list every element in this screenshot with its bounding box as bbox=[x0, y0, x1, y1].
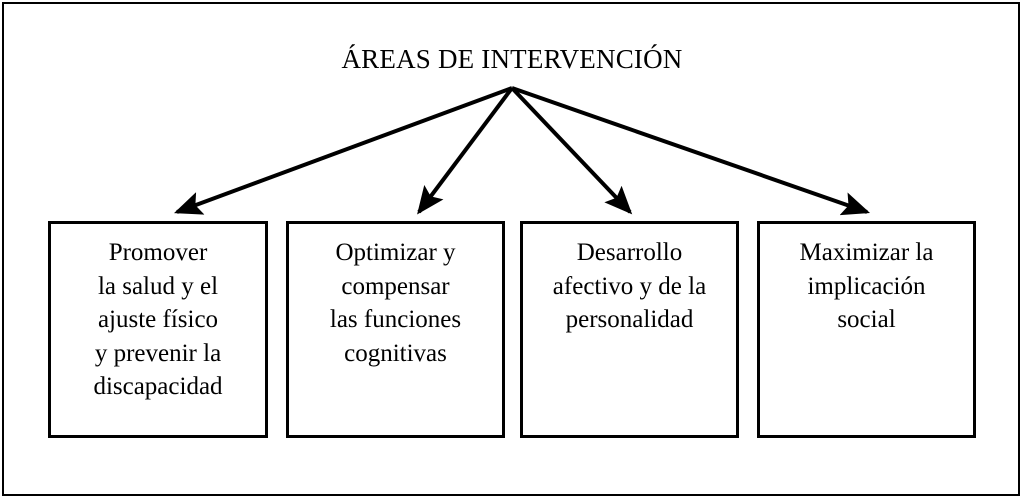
intervention-area-label-4: Maximizar la implicación social bbox=[799, 239, 934, 333]
intervention-area-box-2[interactable]: Optimizar y compensar las funciones cogn… bbox=[286, 221, 505, 438]
intervention-area-box-4[interactable]: Maximizar la implicación social bbox=[757, 221, 976, 438]
intervention-area-box-3[interactable]: Desarrollo afectivo y de la personalidad bbox=[520, 221, 739, 438]
intervention-area-label-1: Promover la salud y el ajuste físico y p… bbox=[93, 239, 223, 400]
intervention-area-label-2: Optimizar y compensar las funciones cogn… bbox=[329, 239, 462, 367]
intervention-area-box-1[interactable]: Promover la salud y el ajuste físico y p… bbox=[48, 221, 268, 438]
intervention-area-label-3: Desarrollo afectivo y de la personalidad bbox=[552, 239, 707, 333]
page-title: ÁREAS DE INTERVENCIÓN bbox=[341, 44, 683, 74]
